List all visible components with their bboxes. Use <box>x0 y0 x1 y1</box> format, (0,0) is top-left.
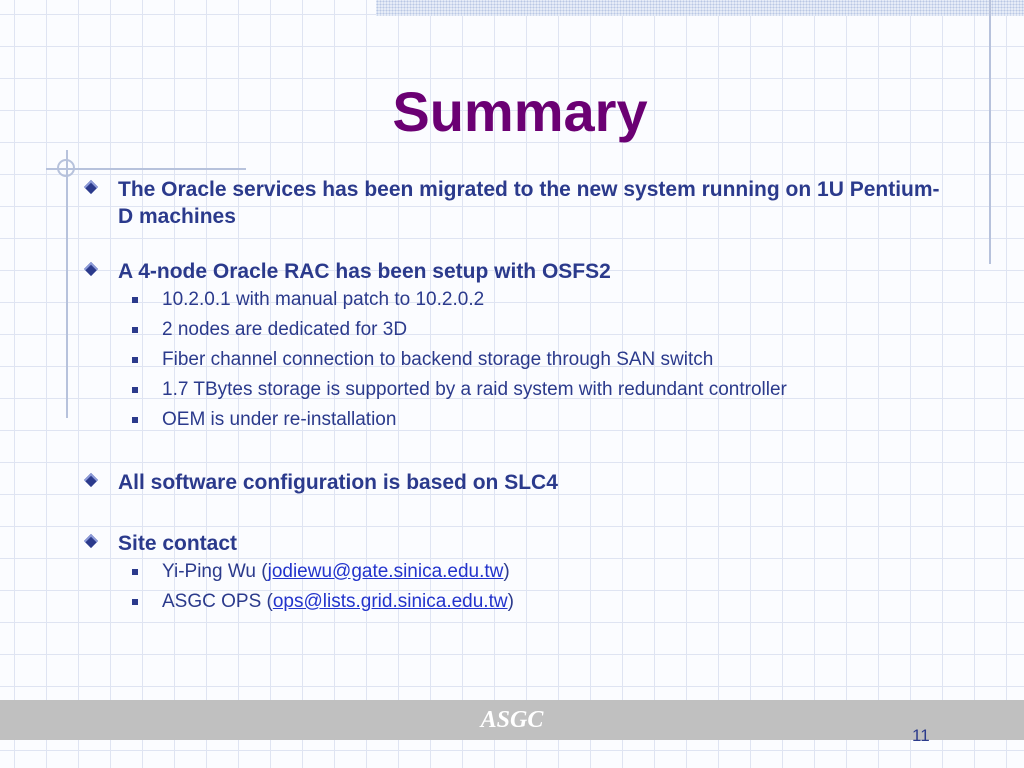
contact-item: ASGC OPS (ops@lists.grid.sinica.edu.tw) <box>82 587 952 617</box>
square-bullet-icon <box>132 297 138 303</box>
slide-title: Summary <box>392 80 648 143</box>
diamond-bullet-icon <box>83 533 99 549</box>
sub-bullet: 10.2.0.1 with manual patch to 10.2.0.2 <box>82 285 952 315</box>
sub-bullet-text: 1.7 TBytes storage is supported by a rai… <box>162 379 787 400</box>
square-bullet-icon <box>132 569 138 575</box>
bullet-text: All software configuration is based on S… <box>118 471 558 494</box>
contact-name: ASGC OPS ( <box>162 591 273 612</box>
contact-suffix: ) <box>503 561 510 582</box>
slide-content: The Oracle services has been migrated to… <box>82 176 952 617</box>
sub-bullet: OEM is under re-installation <box>82 405 952 435</box>
diamond-bullet-icon <box>83 472 99 488</box>
sub-bullet-text: 2 nodes are dedicated for 3D <box>162 319 408 340</box>
decorative-top-band <box>376 0 1024 16</box>
square-bullet-icon <box>132 599 138 605</box>
sub-bullet-text: Fiber channel connection to backend stor… <box>162 349 714 370</box>
page-number: 11 <box>912 726 930 745</box>
sub-bullet: 1.7 TBytes storage is supported by a rai… <box>82 375 952 405</box>
bullet-text: The Oracle services has been migrated to… <box>118 178 940 228</box>
bullet-text: A 4-node Oracle RAC has been setup with … <box>118 260 611 283</box>
contact-suffix: ) <box>507 591 514 612</box>
bullet-site-contact: Site contact <box>82 530 952 557</box>
contact-email-link[interactable]: ops@lists.grid.sinica.edu.tw <box>272 591 508 612</box>
diamond-bullet-icon <box>83 261 99 277</box>
decorative-circle <box>57 159 75 177</box>
footer-org-name: ASGC <box>480 707 544 733</box>
decorative-left-line <box>66 150 68 418</box>
square-bullet-icon <box>132 417 138 423</box>
sub-bullet: Fiber channel connection to backend stor… <box>82 345 952 375</box>
contact-name: Yi-Ping Wu ( <box>162 561 268 582</box>
contact-item: Yi-Ping Wu (jodiewu@gate.sinica.edu.tw) <box>82 557 952 587</box>
bullet-software-config: All software configuration is based on S… <box>82 469 952 496</box>
decorative-horizontal-line <box>46 168 246 170</box>
sub-bullet-text: OEM is under re-installation <box>162 409 397 430</box>
bullet-oracle-rac: A 4-node Oracle RAC has been setup with … <box>82 258 952 285</box>
bullet-migration: The Oracle services has been migrated to… <box>82 176 952 230</box>
square-bullet-icon <box>132 357 138 363</box>
square-bullet-icon <box>132 387 138 393</box>
sub-bullet-text: 10.2.0.1 with manual patch to 10.2.0.2 <box>162 289 485 310</box>
sub-bullet: 2 nodes are dedicated for 3D <box>82 315 952 345</box>
diamond-bullet-icon <box>83 179 99 195</box>
footer-bar <box>0 700 1024 740</box>
square-bullet-icon <box>132 327 138 333</box>
decorative-vertical-line <box>989 0 991 264</box>
contact-email-link[interactable]: jodiewu@gate.sinica.edu.tw <box>267 561 504 582</box>
bullet-text: Site contact <box>118 532 238 555</box>
